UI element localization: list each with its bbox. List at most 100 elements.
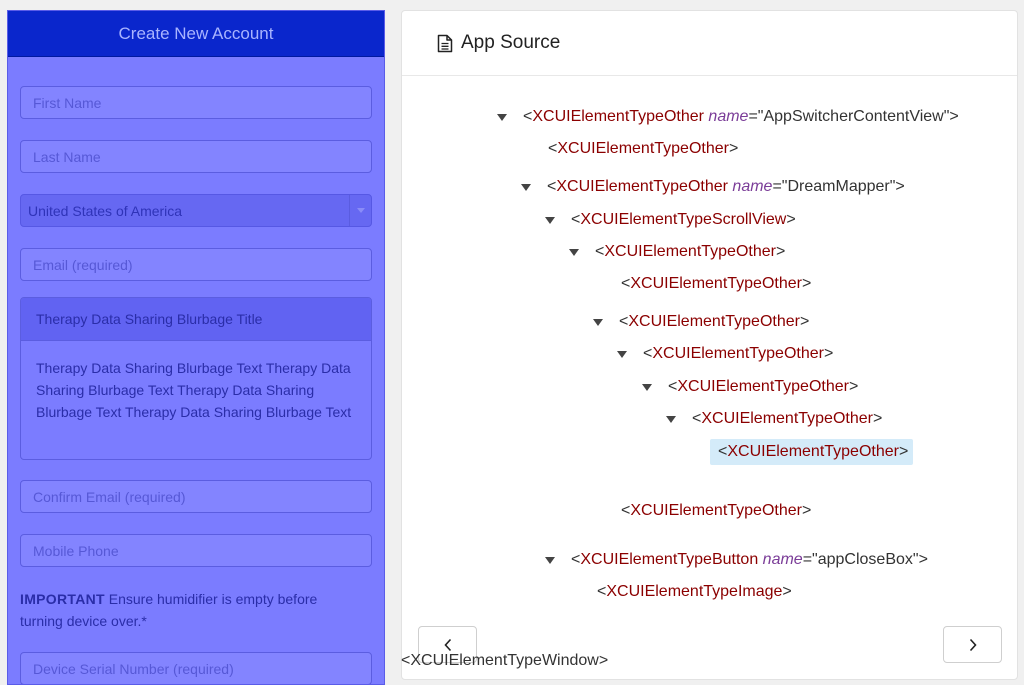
tag-open-bracket: < [668,378,678,395]
important-label: IMPORTANT [20,591,105,607]
equals-sign: = [748,108,758,125]
previous-button[interactable] [418,626,477,663]
create-account-title: Create New Account [118,23,274,43]
country-selected-value: United States of America [28,202,183,219]
tree-node[interactable]: <XCUIElementTypeScrollView> [545,208,796,232]
element-tag-name: XCUIElementTypeOther [630,275,802,292]
app-source-header: App Source [402,11,1017,76]
blurb-text: Therapy Data Sharing Blurbage Text Thera… [36,360,352,420]
element-tag-name: XCUIElementTypeOther [630,502,802,519]
tag-open-bracket: < [718,443,728,460]
tag-open-bracket: < [571,551,581,568]
tree-node[interactable]: <XCUIElementTypeOther name="DreamMapper"… [521,175,905,199]
expand-triangle-icon[interactable] [497,113,507,121]
email-placeholder: Email (required) [33,256,133,273]
attribute-name: name [708,108,749,125]
equals-sign: = [802,551,813,568]
element-tag-name: XCUIElementTypeOther [727,443,899,460]
tree-node[interactable]: <XCUIElementTypeOther> [666,407,882,431]
important-notice: IMPORTANT Ensure humidifier is empty bef… [20,588,360,632]
confirm-email-field[interactable]: Confirm Email (required) [20,480,372,513]
confirm-email-placeholder: Confirm Email (required) [33,488,186,505]
tree-node[interactable]: <XCUIElementTypeOther name="AppSwitcherC… [497,105,959,129]
tag-open-bracket: < [597,583,607,600]
expand-triangle-icon[interactable] [617,350,627,358]
element-tag-name: XCUIElementTypeOther [628,313,800,330]
tag-open-bracket: < [643,345,653,362]
tree-node-selected[interactable]: <XCUIElementTypeOther> [710,439,914,465]
app-source-panel: App Source <XCUIElementTypeOther name="A… [401,10,1018,680]
attribute-name: name [762,551,803,568]
country-select[interactable]: United States of America [20,194,372,227]
expand-triangle-icon[interactable] [545,216,555,224]
equals-sign: = [772,178,782,195]
element-tag-name: XCUIElementTypeOther [556,178,728,195]
expand-triangle-icon[interactable] [642,383,652,391]
tree-node[interactable]: <XCUIElementTypeButton name="appCloseBox… [545,548,928,572]
tree-node[interactable]: <XCUIElementTypeOther> [548,137,738,161]
element-tag-name: XCUIElementTypeOther [652,345,824,362]
chevron-down-icon [349,195,371,226]
last-name-field[interactable]: Last Name [20,140,372,173]
element-tag-name: XCUIElementTypeScrollView [580,211,787,228]
tag-close-bracket: > [872,410,883,427]
blurb-title: Therapy Data Sharing Blurbage Title [21,298,371,341]
tree-node[interactable]: <XCUIElementTypeOther> [621,499,811,523]
tree-node[interactable]: <XCUIElementTypeOther> [617,342,833,366]
first-name-field[interactable]: First Name [20,86,372,119]
element-tag-name: XCUIElementTypeOther [604,243,776,260]
attribute-name: name [732,178,773,195]
mobile-phone-field[interactable]: Mobile Phone [20,534,372,567]
tag-open-bracket: < [595,243,605,260]
tag-open-bracket: < [619,313,629,330]
next-button[interactable] [943,626,1002,663]
tree-node[interactable]: <XCUIElementTypeOther> [569,240,785,264]
element-tag-name: XCUIElementTypeOther [532,108,704,125]
tag-close-bracket: > [728,140,739,157]
element-tag-name: XCUIElementTypeButton [580,551,759,568]
tag-open-bracket: < [548,140,558,157]
tag-close-bracket: > [898,443,909,460]
attribute-value: "DreamMapper" [781,178,896,195]
important-text: Ensure humidifier is empty before turnin… [20,591,318,629]
tree-node[interactable]: <XCUIElementTypeOther> [593,310,809,334]
email-field[interactable]: Email (required) [20,248,372,281]
device-serial-field[interactable]: Device Serial Number (required) [20,652,372,684]
expand-triangle-icon[interactable] [666,415,676,423]
first-name-placeholder: First Name [33,94,102,111]
tag-close-bracket: > [823,345,834,362]
attribute-value: "AppSwitcherContentView" [757,108,950,125]
tag-close-bracket: > [801,275,812,292]
tag-close-bracket: > [949,108,959,125]
tag-open-bracket: < [571,211,581,228]
expand-triangle-icon[interactable] [569,248,579,256]
window-element-tag[interactable]: <XCUIElementTypeWindow> [401,652,609,669]
expand-triangle-icon[interactable] [521,183,531,191]
attribute-value: "appCloseBox" [812,551,919,568]
tag-open-bracket: < [692,410,702,427]
tag-close-bracket: > [799,313,810,330]
expand-triangle-icon[interactable] [545,556,555,564]
element-tag-name: XCUIElementTypeOther [701,410,873,427]
tag-close-bracket: > [786,211,796,228]
element-tag-name: XCUIElementTypeOther [677,378,849,395]
document-icon [437,34,453,52]
mobile-phone-placeholder: Mobile Phone [33,542,119,559]
tag-open-bracket: < [523,108,533,125]
phone-header: Create New Account [8,11,384,57]
last-name-placeholder: Last Name [33,148,101,165]
tag-open-bracket: < [621,275,631,292]
tag-close-bracket: > [801,502,812,519]
tree-node[interactable]: <XCUIElementTypeOther> [621,272,811,296]
tag-open-bracket: < [621,502,631,519]
tree-node[interactable]: <XCUIElementTypeOther> [642,375,858,399]
element-tag-name: XCUIElementTypeOther [557,140,729,157]
tag-close-bracket: > [895,178,905,195]
tag-close-bracket: > [848,378,859,395]
app-source-title: App Source [461,32,561,53]
expand-triangle-icon[interactable] [593,318,603,326]
therapy-data-sharing-panel: Therapy Data Sharing Blurbage Title Ther… [20,297,372,460]
tree-node[interactable]: <XCUIElementTypeImage> [597,580,792,604]
chevron-right-icon [969,638,977,651]
tag-close-bracket: > [775,243,786,260]
